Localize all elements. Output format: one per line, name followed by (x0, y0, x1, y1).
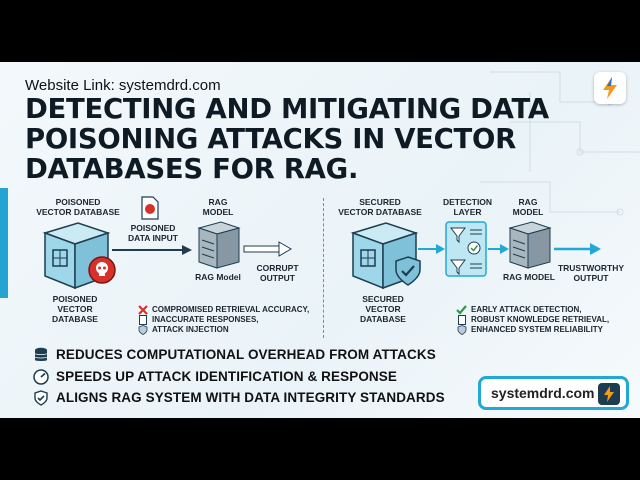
issue-item: ATTACK INJECTION (152, 325, 229, 334)
corrupt-output-label: CORRUPT OUTPUT (256, 263, 299, 283)
secured-database-cube-icon (350, 222, 419, 290)
rag-model-label-bottom-left: RAG Model (195, 272, 241, 282)
website-link[interactable]: Website Link: systemdrd.com (25, 77, 221, 94)
shield-small-icon (457, 325, 467, 335)
document-icon (458, 315, 466, 325)
poisoned-db-label-bottom: POISONED VECTOR DATABASE (52, 294, 98, 324)
shield-check-badge-icon (395, 256, 421, 286)
benefit-line: ALIGNS RAG SYSTEM WITH DATA INTEGRITY ST… (56, 390, 445, 405)
x-mark-icon (138, 305, 148, 315)
issue-item: COMPROMISED RETRIEVAL ACCURACY, (152, 305, 310, 314)
detection-arrow-icon (488, 244, 509, 254)
document-icon (139, 315, 147, 325)
lightning-logo-icon (603, 77, 617, 99)
poisoned-data-input-label: POISONED DATA INPUT (128, 223, 178, 243)
benefit-line: REDUCES COMPUTATIONAL OVERHEAD FROM ATTA… (56, 347, 436, 362)
rag-model-label-top-right: RAG MODEL (512, 197, 544, 217)
shield-check-icon (34, 390, 48, 406)
benefit-item: EARLY ATTACK DETECTION, (471, 305, 582, 314)
database-icon (34, 347, 48, 361)
poisoned-db-label-top: POISONED VECTOR DATABASE (36, 197, 120, 217)
issue-item: INACCURATE RESPONSES, (152, 315, 259, 324)
rag-model-label-top-left: RAG MODEL (202, 197, 234, 217)
input-arrow-icon (112, 245, 192, 255)
detection-layer-label: DETECTION LAYER (442, 197, 493, 217)
lightning-logo-icon (598, 383, 620, 405)
shield-small-icon (138, 325, 148, 335)
check-mark-icon (456, 305, 467, 315)
benefit-line: SPEEDS UP ATTACK IDENTIFICATION & RESPON… (56, 369, 397, 384)
page-title: DETECTING AND MITIGATING DATA POISONING … (25, 93, 549, 185)
input-arrow-icon-right (418, 244, 445, 254)
benefit-item: ROBUST KNOWLEDGE RETRIEVAL, (471, 315, 610, 324)
benefit-item: ENHANCED SYSTEM RELIABILITY (471, 325, 604, 334)
speedometer-icon (33, 369, 49, 385)
detection-layer-filter-icon (445, 221, 487, 277)
rag-model-label-bottom-right: RAG MODEL (503, 272, 555, 282)
brand-logo (594, 72, 626, 104)
poisoned-data-document-icon (141, 196, 159, 220)
trustworthy-output-label: TRUSTWORTHY OUTPUT (557, 263, 625, 283)
secured-db-label-bottom: SECURED VECTOR DATABASE (360, 294, 406, 324)
website-cta-button[interactable]: systemdrd.com (478, 376, 629, 410)
rag-model-server-icon-left (197, 221, 241, 269)
rag-model-server-icon-right (508, 221, 552, 269)
skull-warning-icon (88, 256, 116, 284)
output-arrow-icon-right (554, 243, 601, 255)
circuit-background-decoration (480, 71, 640, 216)
edge-accent-bar (0, 188, 8, 298)
cta-label: systemdrd.com (491, 385, 595, 401)
output-arrow-icon-left (243, 241, 292, 257)
section-divider (323, 198, 324, 338)
secured-db-label-top: SECURED VECTOR DATABASE (338, 197, 422, 217)
